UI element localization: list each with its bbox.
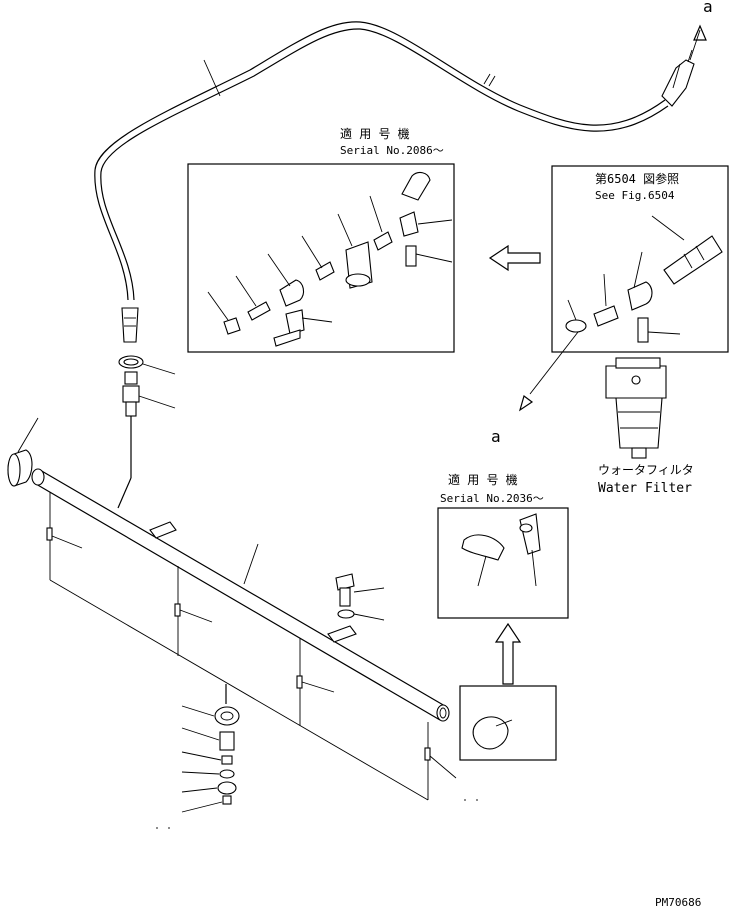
drawing-id: PM70686 bbox=[655, 896, 701, 909]
water-filter bbox=[605, 357, 667, 459]
inset3-jp-caption: 適 用 号 機 bbox=[448, 472, 518, 487]
arrow-up bbox=[494, 622, 522, 685]
inset2-en-caption: See Fig.6504 bbox=[595, 189, 675, 202]
inset-plug bbox=[459, 685, 557, 761]
inset1-jp-caption: 適 用 号 機 bbox=[340, 126, 410, 141]
main-tube-assembly bbox=[7, 417, 478, 801]
water-filter-jp-label: ウォータフィルタ bbox=[598, 463, 694, 477]
ref-a-top: a bbox=[703, 0, 713, 16]
drain-valve-stack bbox=[156, 684, 240, 829]
hose-end-fittings-left bbox=[117, 307, 176, 509]
inset-serial-2036 bbox=[437, 507, 569, 619]
bolt-and-washer bbox=[335, 573, 385, 621]
inset-see-fig-6504 bbox=[518, 165, 729, 412]
inset2-jp-caption: 第6504 図参照 bbox=[595, 171, 679, 186]
inset-serial-2086 bbox=[187, 163, 455, 353]
inset3-serial-caption: Serial No.2036～ bbox=[440, 492, 544, 505]
ref-a-mid: a bbox=[491, 427, 501, 446]
arrow-left bbox=[488, 244, 541, 272]
water-filter-en-label: Water Filter bbox=[598, 481, 692, 496]
inset1-serial-caption: Serial No.2086～ bbox=[340, 144, 444, 157]
long-fuel-hose bbox=[94, 21, 707, 301]
